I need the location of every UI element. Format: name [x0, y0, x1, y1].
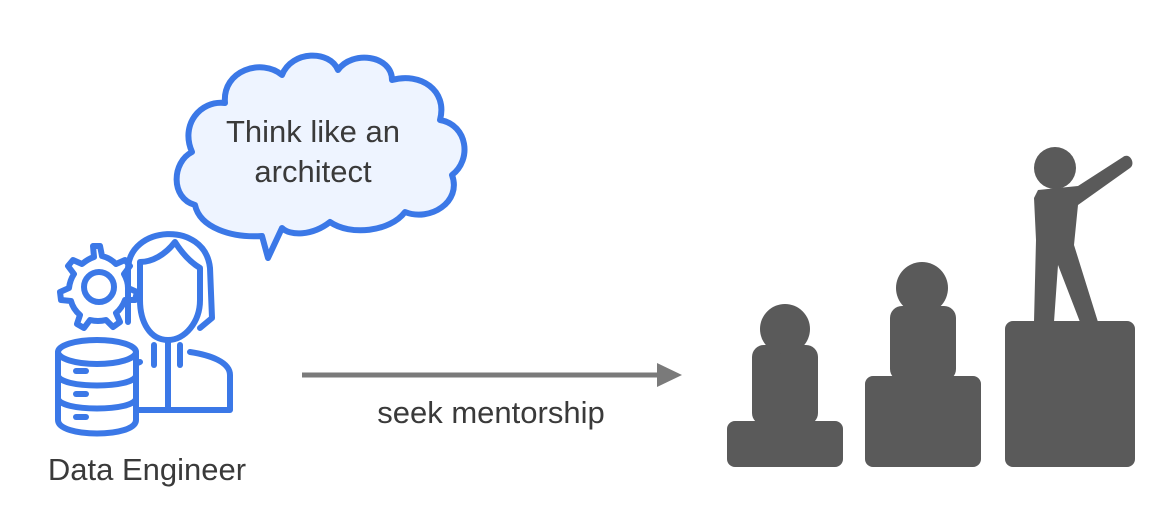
figure-head-medium — [896, 262, 948, 314]
data-engineer-icon — [55, 231, 233, 437]
arrow — [302, 363, 682, 387]
gear-icon — [57, 243, 140, 331]
podium-block-medium — [865, 376, 981, 467]
podium-figure-large — [1005, 147, 1135, 467]
figure-head-large — [1034, 147, 1076, 189]
database-icon — [55, 337, 139, 437]
figure-body-small — [752, 345, 818, 425]
figure-head-small — [760, 304, 810, 354]
thought-text-line2: architect — [254, 154, 372, 189]
arrow-label: seek mentorship — [377, 395, 604, 430]
person-icon — [125, 231, 233, 413]
thought-bubble-icon: Think like an architect — [173, 52, 468, 261]
engineer-label: Data Engineer — [48, 452, 246, 487]
podium-block-small — [727, 421, 843, 467]
thought-text-line1: Think like an — [226, 114, 400, 149]
figure-body-medium — [890, 306, 956, 381]
podium-block-large — [1005, 321, 1135, 467]
figure-body-large — [1034, 155, 1133, 322]
podium-figure-medium — [865, 262, 981, 467]
podium-figures — [727, 147, 1135, 467]
podium-figure-small — [727, 304, 843, 467]
